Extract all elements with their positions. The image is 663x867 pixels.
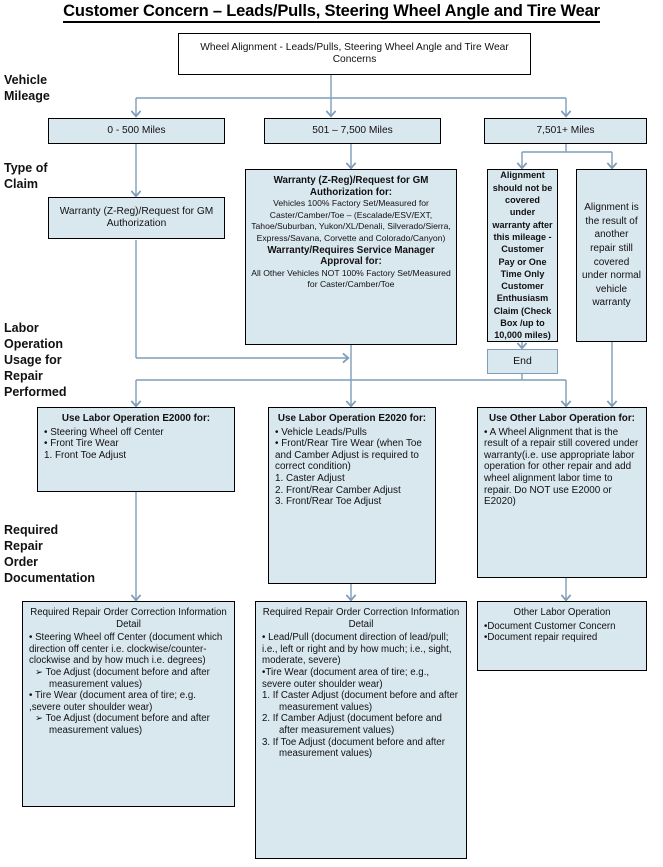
node-labor-e2020-item-2: 1. Caster Adjust <box>275 472 345 484</box>
node-claim-detail-1: Vehicles 100% Factory Set/Measured for C… <box>251 198 451 243</box>
node-claim-warranty-zreg[interactable]: Warranty (Z-Reg)/Request for GM Authoriz… <box>48 197 225 239</box>
node-labor-e2020-item-3: 2. Front/Rear Camber Adjust <box>275 484 401 496</box>
node-mileage-501-7500[interactable]: 501 – 7,500 Miles <box>264 118 441 144</box>
node-doc-steering-wheel-header: Required Repair Order Correction Informa… <box>30 607 227 630</box>
node-doc-lead-pull-item-1: •Tire Wear (document area of tire; e.g.,… <box>262 666 430 690</box>
page-title-text: Customer Concern – Leads/Pulls, Steering… <box>63 2 600 23</box>
node-mileage-7501-plus[interactable]: 7,501+ Miles <box>484 118 647 144</box>
node-doc-other-labor-header: Other Labor Operation <box>513 607 611 618</box>
node-doc-other-labor[interactable]: Other Labor Operation •Document Customer… <box>477 601 647 671</box>
swimlane-label-labor-operation: Labor Operation Usage for Repair Perform… <box>4 321 67 399</box>
swimlane-label-required-documentation: Required Repair Order Documentation <box>4 523 95 585</box>
node-labor-e2020-item-0: • Vehicle Leads/Pulls <box>275 426 367 438</box>
node-doc-lead-pull-header: Required Repair Order Correction Informa… <box>262 607 460 630</box>
node-claim-bullet-1: Warranty (Z-Reg)/Request for GM Authoriz… <box>273 175 429 198</box>
node-claim-warranty-zreg-label: Warranty (Z-Reg)/Request for GM Authoriz… <box>59 206 214 229</box>
node-labor-e2000[interactable]: Use Labor Operation E2000 for: • Steerin… <box>37 407 235 492</box>
node-labor-e2000-item-1: • Front Tire Wear <box>44 438 119 450</box>
node-start[interactable]: Wheel Alignment - Leads/Pulls, Steering … <box>178 33 531 75</box>
swimlane-label-type-of-claim: Type of Claim <box>4 161 48 191</box>
node-labor-e2020-item-4: 3. Front/Rear Toe Adjust <box>275 496 382 508</box>
node-claim-result-of-repair[interactable]: Alignment is the result of another repai… <box>576 169 647 342</box>
node-labor-e2020-item-1: • Front/Rear Tire Wear (when Toe and Cam… <box>275 438 422 473</box>
node-labor-other-header: Use Other Labor Operation for: <box>489 413 635 424</box>
node-doc-steering-wheel-item-2: • Tire Wear (document area of tire; e.g.… <box>29 690 196 713</box>
node-doc-steering-wheel-item-0: • Steering Wheel off Center (document wh… <box>29 632 223 667</box>
node-mileage-0-500-label: 0 - 500 Miles <box>107 125 166 137</box>
node-doc-other-labor-item-1: •Document repair required <box>484 632 598 644</box>
node-doc-lead-pull-item-3: 2. If Camber Adjust (document before and… <box>262 713 442 736</box>
node-claim-warranty-detail[interactable]: Warranty (Z-Reg)/Request for GM Authoriz… <box>245 169 457 345</box>
node-labor-other-item-0: • A Wheel Alignment that is the result o… <box>484 426 639 508</box>
node-start-label: Wheel Alignment - Leads/Pulls, Steering … <box>200 42 509 65</box>
node-labor-e2020-header: Use Labor Operation E2020 for: <box>277 413 427 424</box>
node-doc-steering-wheel-item-1: ➢ Toe Adjust (document before and after … <box>35 666 210 690</box>
node-labor-other[interactable]: Use Other Labor Operation for: • A Wheel… <box>477 407 647 578</box>
swimlane-label-vehicle-mileage: Vehicle Mileage <box>4 73 50 103</box>
node-claim-detail-2: All Other Vehicles NOT 100% Factory Set/… <box>251 267 451 290</box>
node-mileage-501-7500-label: 501 – 7,500 Miles <box>312 125 393 137</box>
node-doc-lead-pull-item-0: • Lead/Pull (document direction of lead/… <box>262 632 452 667</box>
node-labor-e2000-item-0: • Steering Wheel off Center <box>44 426 164 438</box>
node-doc-lead-pull-item-2: 1. If Caster Adjust (document before and… <box>262 690 459 713</box>
node-labor-e2000-header: Use Labor Operation E2000 for: <box>61 413 211 424</box>
node-labor-e2000-item-2: 1. Front Toe Adjust <box>44 449 127 461</box>
node-mileage-0-500[interactable]: 0 - 500 Miles <box>48 118 225 144</box>
node-claim-not-covered[interactable]: Alignment should not be covered under wa… <box>487 169 558 342</box>
node-labor-e2020[interactable]: Use Labor Operation E2020 for: • Vehicle… <box>268 407 436 584</box>
node-doc-steering-wheel[interactable]: Required Repair Order Correction Informa… <box>22 601 235 807</box>
node-claim-result-of-repair-label: Alignment is the result of another repai… <box>582 202 641 309</box>
node-end[interactable]: End <box>487 349 558 374</box>
node-end-label: End <box>513 354 532 367</box>
node-claim-not-covered-label: Alignment should not be covered under wa… <box>492 170 553 341</box>
node-doc-steering-wheel-item-3: ➢ Toe Adjust (document before and after … <box>35 713 210 736</box>
node-doc-lead-pull-item-4: 3. If Toe Adjust (document before and af… <box>262 736 445 760</box>
node-doc-lead-pull[interactable]: Required Repair Order Correction Informa… <box>255 601 467 859</box>
node-doc-other-labor-item-0: •Document Customer Concern <box>484 620 616 632</box>
page-title: Customer Concern – Leads/Pulls, Steering… <box>0 2 663 23</box>
node-claim-bullet-2: Warranty/Requires Service Manager Approv… <box>267 244 435 268</box>
node-mileage-7501-plus-label: 7,501+ Miles <box>536 125 595 137</box>
